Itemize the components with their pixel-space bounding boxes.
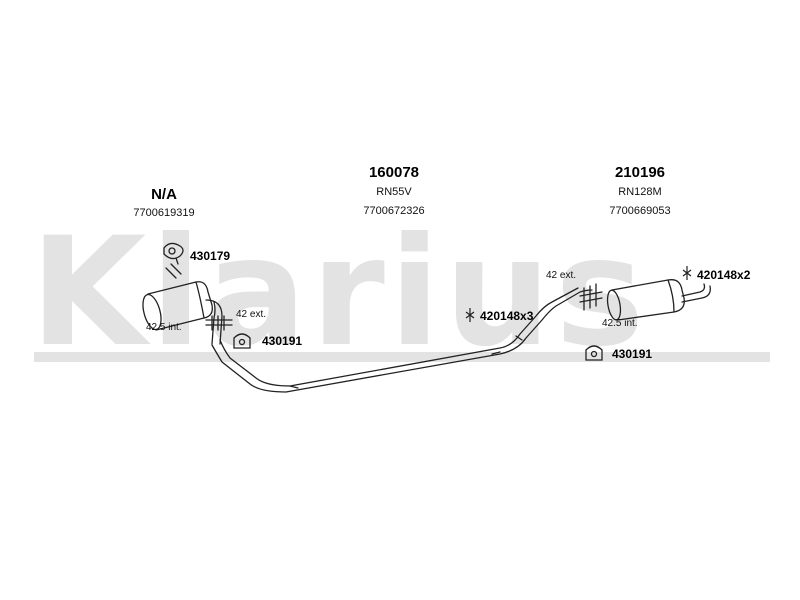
brand-watermark: Klarius — [30, 218, 649, 368]
front-inlet-pipe — [165, 263, 182, 279]
dimension-left-ext: 42 ext. — [236, 309, 267, 320]
dimension-right-int: 42.5 int. — [602, 318, 638, 329]
fitting-code-mount-left: 430191 — [262, 334, 303, 348]
tail-pipe — [681, 283, 711, 303]
main-pipe — [211, 289, 593, 393]
dimension-left-int: 42.5 int. — [146, 322, 182, 333]
part-ref-front: 7700619319 — [133, 207, 195, 219]
clip-icon — [465, 308, 475, 322]
left-joint-marks — [205, 315, 233, 331]
right-joint-marks — [579, 283, 603, 311]
part-ref-middle: 7700672326 — [363, 205, 425, 217]
rear-silencer — [606, 279, 685, 321]
dimension-right-ext: 42 ext. — [546, 270, 577, 281]
part-number-rear: 210196 — [614, 164, 666, 181]
clip-icon — [682, 266, 692, 280]
fitting-code-clip-right: 420148x2 — [697, 268, 751, 282]
part-model-rear: RN128M — [618, 186, 662, 198]
part-number-front: N/A — [151, 186, 177, 203]
clamp-icon — [163, 242, 184, 265]
part-number-middle: 160078 — [368, 164, 420, 181]
fitting-code-clip-middle: 420148x3 — [480, 309, 534, 323]
part-model-middle: RN55V — [376, 186, 412, 198]
front-outlet-pipe — [205, 299, 223, 345]
fitting-code-mount-right: 430191 — [612, 347, 653, 361]
part-ref-rear: 7700669053 — [609, 205, 671, 217]
front-silencer — [142, 281, 213, 331]
fitting-code-clamp: 430179 — [190, 249, 231, 263]
rubber-mount-icon — [585, 345, 603, 361]
watermark-underline — [34, 352, 770, 362]
rubber-mount-icon — [233, 333, 251, 349]
